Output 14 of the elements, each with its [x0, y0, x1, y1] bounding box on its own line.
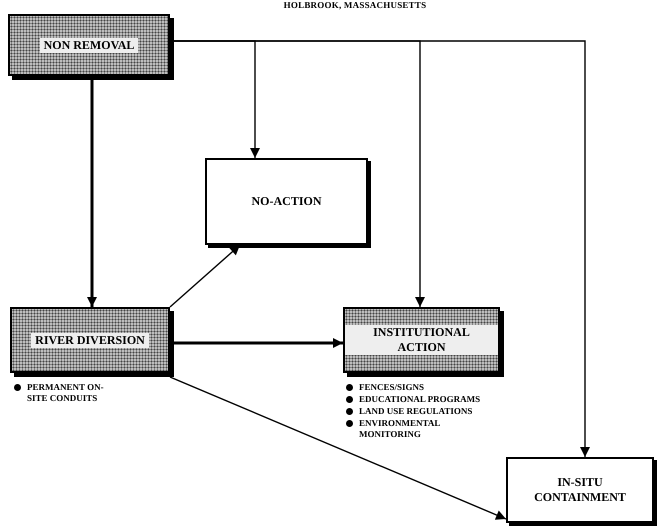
process-box	[506, 457, 654, 523]
bullet-text: PERMANENT ON-SITE CONDUITS	[27, 382, 105, 404]
box-label: INSTITUTIONAL ACTION	[345, 325, 498, 355]
bullet-text: LAND USE REGULATIONS	[359, 406, 474, 417]
arrow	[170, 376, 506, 520]
box-label: NO-ACTION	[250, 194, 322, 209]
box-label: IN-SITU CONTAINMENT	[533, 475, 627, 505]
bullet-text: FENCES/SIGNS	[359, 382, 426, 393]
bullet-text: ENVIRONMENTAL MONITORING	[359, 418, 441, 440]
process-box	[205, 158, 368, 245]
title: HOLBROOK, MASSACHUSETTS	[282, 0, 428, 10]
box-label: NON REMOVAL	[40, 38, 138, 52]
box-label: RIVER DIVERSION	[31, 332, 149, 348]
bullet-text: EDUCATIONAL PROGRAMS	[359, 394, 482, 405]
